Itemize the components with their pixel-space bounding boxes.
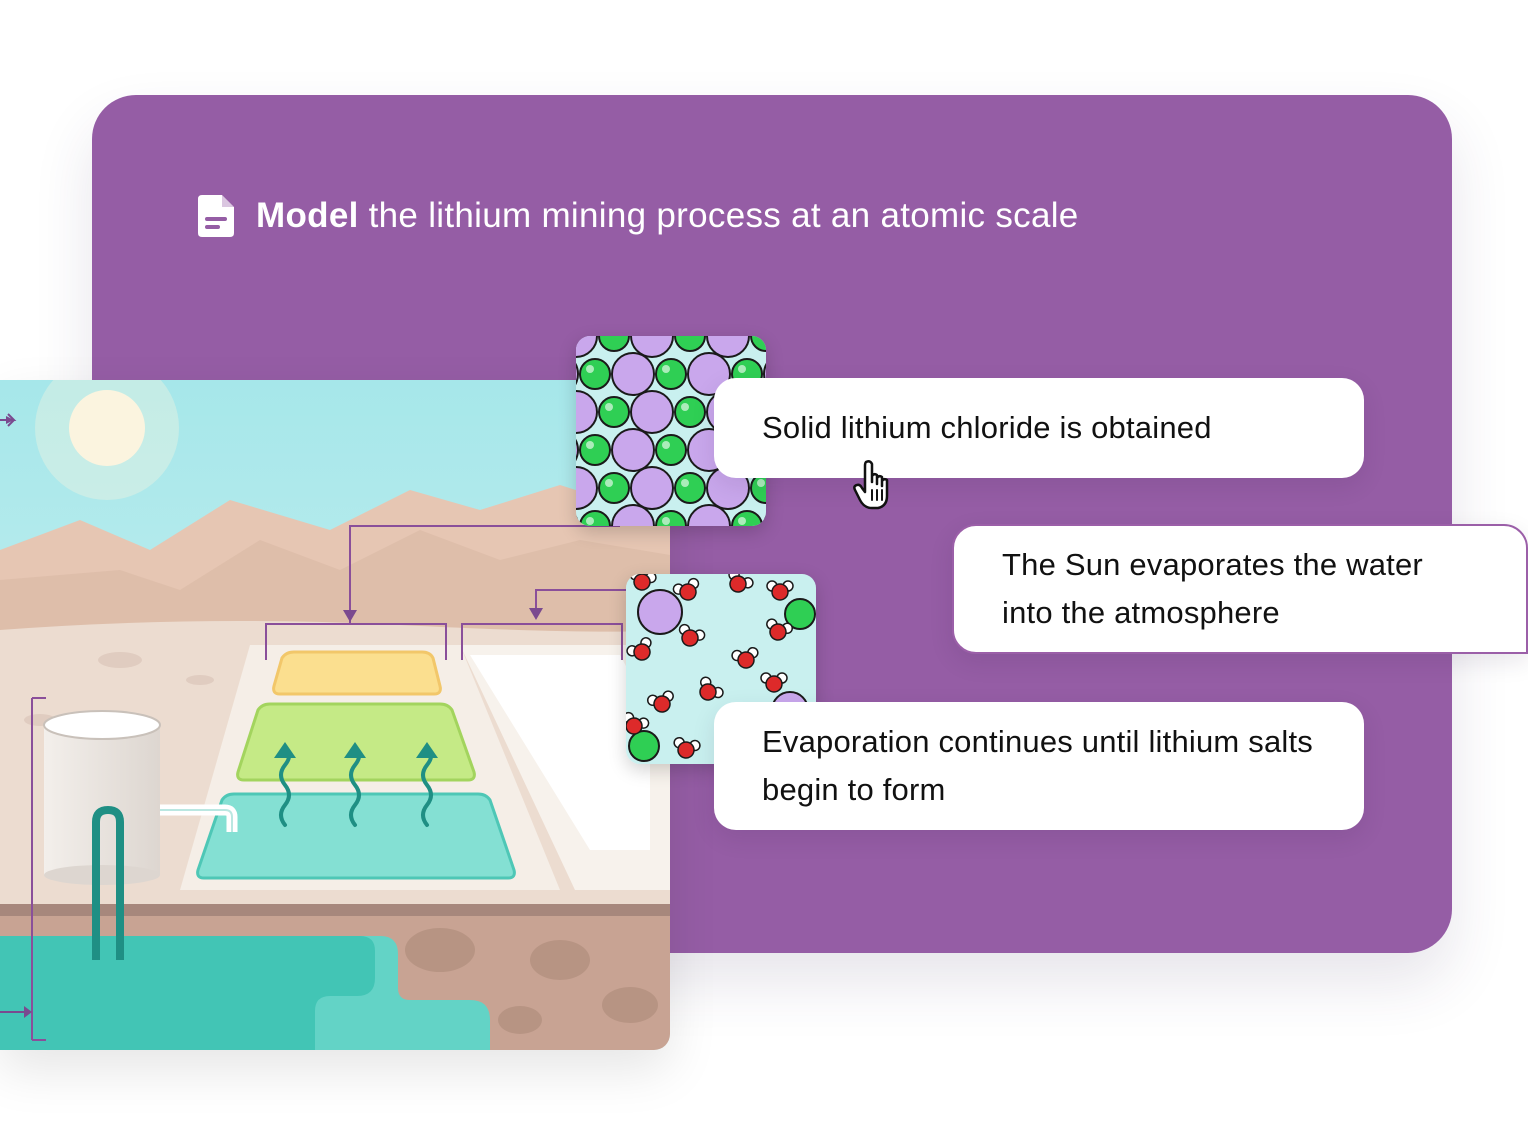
step-card-evaporation-continues[interactable]: Evaporation continues until lithium salt… — [714, 702, 1364, 830]
lithium-chloride-lattice-icon — [576, 336, 766, 526]
brine-tank-icon — [43, 710, 161, 885]
hand-pointer-icon — [853, 460, 889, 510]
task-verb: Model — [256, 196, 359, 235]
step-card-sun-evaporates[interactable]: The Sun evaporates the water into the at… — [952, 524, 1528, 654]
task-description: the lithium mining process at an atomic … — [368, 196, 1079, 235]
step-card-text: The Sun evaporates the water into the at… — [1002, 547, 1423, 630]
sun-icon — [35, 380, 179, 500]
lithium-evaporation-pond-illustration — [0, 380, 670, 1050]
document-icon — [198, 195, 234, 237]
step-card-text: Evaporation continues until lithium salt… — [762, 724, 1313, 807]
step-card-solid-lithium-chloride[interactable]: Solid lithium chloride is obtained — [714, 378, 1364, 478]
task-heading: Model the lithium mining process at an a… — [198, 192, 1079, 240]
step-card-text: Solid lithium chloride is obtained — [762, 410, 1212, 445]
